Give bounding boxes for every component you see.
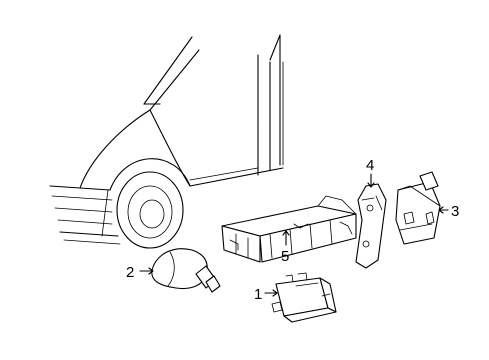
receiver-module (395, 171, 441, 245)
mounting-bracket (355, 183, 387, 269)
callout-label: 3 (451, 203, 459, 220)
callout-label: 4 (366, 157, 374, 174)
tire-pressure-sensor (151, 248, 221, 293)
front-wheel (116, 171, 184, 249)
control-module (271, 272, 337, 323)
vehicle-outline (49, 34, 284, 245)
callout-label: 2 (126, 264, 134, 281)
callout-label: 1 (254, 286, 262, 303)
callout-label: 5 (281, 248, 289, 265)
leader-lines (139, 173, 449, 297)
module-bracket (221, 195, 357, 263)
